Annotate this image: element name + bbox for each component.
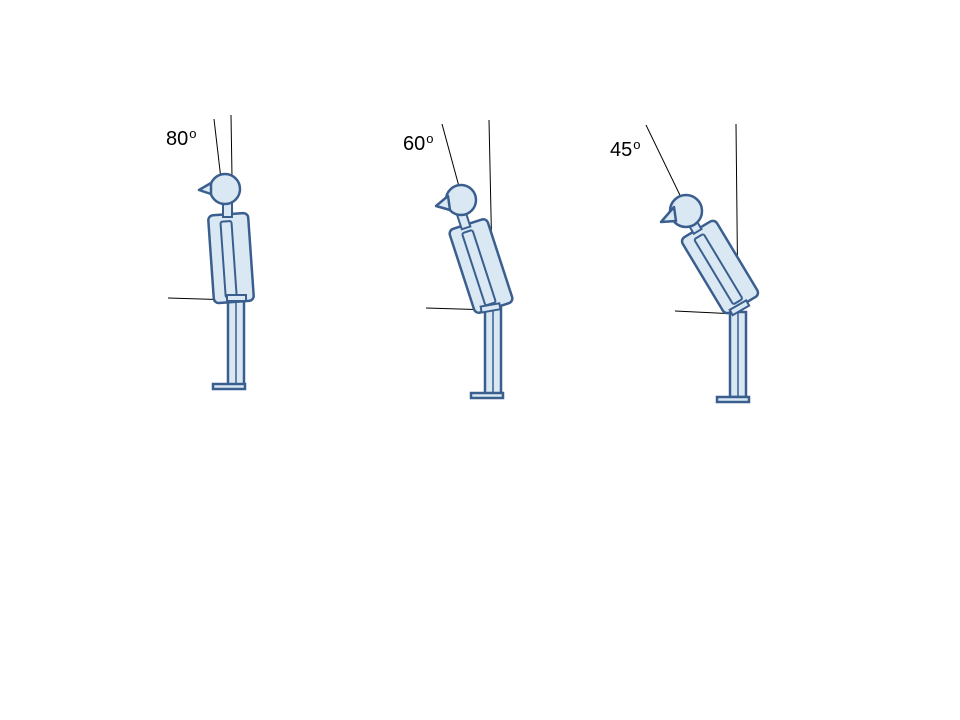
belt	[479, 302, 502, 314]
arm	[693, 233, 743, 305]
belt	[728, 299, 751, 317]
degree-unit: o	[633, 137, 641, 152]
degree-unit: o	[189, 126, 197, 141]
angle-label-60: 60o	[403, 131, 434, 155]
head	[208, 172, 242, 206]
nose	[197, 181, 213, 196]
angle-value: 60	[403, 133, 426, 155]
nose	[434, 194, 452, 212]
figure-45	[645, 123, 760, 404]
nose	[659, 205, 678, 224]
belt	[226, 294, 247, 302]
angle-value: 45	[610, 139, 633, 161]
angle-value: 80	[166, 128, 189, 150]
foot	[211, 382, 247, 391]
angle-label-45: 45o	[610, 137, 641, 161]
angle-label-80: 80o	[166, 126, 197, 150]
figure-60	[425, 119, 514, 400]
foot	[715, 395, 751, 404]
foot	[469, 391, 505, 400]
figure-80	[167, 114, 255, 391]
degree-unit: o	[426, 131, 434, 146]
